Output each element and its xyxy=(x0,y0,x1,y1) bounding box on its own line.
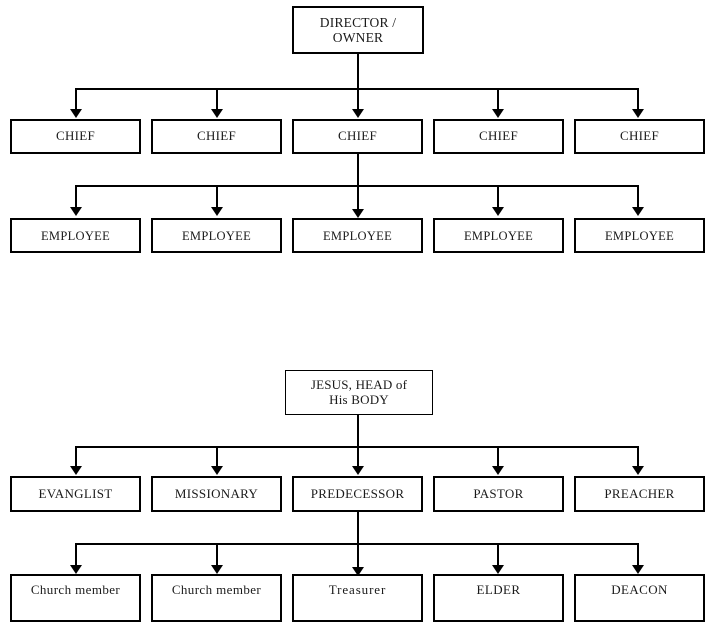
connector-drop-chief-4 xyxy=(497,88,499,111)
mid-box-evanglist: EVANGLIST xyxy=(10,476,141,512)
connector-riser-predecessor xyxy=(357,512,359,569)
arrowhead-member-2 xyxy=(211,565,223,574)
connector-drop-employee-4 xyxy=(497,185,499,209)
connector-bus-employees xyxy=(75,185,637,187)
connector-drop-ministry-2 xyxy=(216,446,218,468)
leaf-box-label: EMPLOYEE xyxy=(604,228,675,243)
connector-drop-member-2 xyxy=(216,543,218,567)
mid-box-chief-4: CHIEF xyxy=(433,119,564,154)
connector-drop-member-1 xyxy=(75,543,77,567)
arrowhead-member-3 xyxy=(352,567,364,576)
arrowhead-chief-2 xyxy=(211,109,223,118)
mid-box-label: CHIEF xyxy=(337,128,378,144)
connector-drop-chief-3 xyxy=(357,88,359,111)
arrowhead-ministry-2 xyxy=(211,466,223,475)
connector-bus-ministry xyxy=(75,446,637,448)
mid-box-label: MISSIONARY xyxy=(174,485,259,501)
connector-root-stem xyxy=(357,54,359,88)
root-line-1: DIRECTOR / xyxy=(319,14,397,30)
arrowhead-member-5 xyxy=(632,565,644,574)
mid-box-label: PASTOR xyxy=(473,485,524,501)
mid-box-chief-2: CHIEF xyxy=(151,119,282,154)
mid-box-label: PREDECESSOR xyxy=(310,485,405,501)
arrowhead-chief-3 xyxy=(352,109,364,118)
arrowhead-employee-5 xyxy=(632,207,644,216)
leaf-box-deacon: DEACON xyxy=(574,574,705,622)
connector-drop-member-4 xyxy=(497,543,499,567)
arrowhead-ministry-1 xyxy=(70,466,82,475)
connector-drop-employee-1 xyxy=(75,185,77,209)
leaf-box-label: DEACON xyxy=(611,582,668,597)
connector-drop-employee-5 xyxy=(637,185,639,209)
connector-drop-employee-2 xyxy=(216,185,218,209)
mid-box-chief-3: CHIEF xyxy=(292,119,423,154)
mid-box-label: EVANGLIST xyxy=(38,485,113,501)
mid-box-pastor: PASTOR xyxy=(433,476,564,512)
arrowhead-employee-3 xyxy=(352,209,364,218)
mid-box-chief-5: CHIEF xyxy=(574,119,705,154)
leaf-box-label: EMPLOYEE xyxy=(40,228,111,243)
leaf-box-label: ELDER xyxy=(476,582,521,597)
connector-drop-chief-1 xyxy=(75,88,77,111)
connector-drop-chief-2 xyxy=(216,88,218,111)
root-line-1: JESUS, HEAD of xyxy=(310,376,408,392)
mid-box-preacher: PREACHER xyxy=(574,476,705,512)
leaf-box-church-member-2: Church member xyxy=(151,574,282,622)
leaf-box-label: Church member xyxy=(171,582,262,597)
leaf-box-treasurer: Treasurer xyxy=(292,574,423,622)
leaf-box-employee-5: EMPLOYEE xyxy=(574,218,705,253)
root-line-2: His BODY xyxy=(329,391,389,407)
mid-box-label: CHIEF xyxy=(196,128,237,144)
connector-drop-ministry-1 xyxy=(75,446,77,468)
leaf-box-label: EMPLOYEE xyxy=(463,228,534,243)
arrowhead-employee-1 xyxy=(70,207,82,216)
leaf-box-church-member-1: Church member xyxy=(10,574,141,622)
root-line-2: OWNER xyxy=(332,30,384,45)
arrowhead-ministry-3 xyxy=(352,466,364,475)
connector-drop-ministry-4 xyxy=(497,446,499,468)
connector-bus-chiefs xyxy=(75,88,637,90)
leaf-box-employee-2: EMPLOYEE xyxy=(151,218,282,253)
leaf-box-label: EMPLOYEE xyxy=(181,228,252,243)
arrowhead-chief-1 xyxy=(70,109,82,118)
leaf-box-label: Church member xyxy=(30,582,121,597)
leaf-box-employee-3: EMPLOYEE xyxy=(292,218,423,253)
mid-box-predecessor: PREDECESSOR xyxy=(292,476,423,512)
connector-drop-member-5 xyxy=(637,543,639,567)
connector-root-stem xyxy=(357,415,359,446)
arrowhead-chief-5 xyxy=(632,109,644,118)
leaf-box-elder: ELDER xyxy=(433,574,564,622)
mid-box-missionary: MISSIONARY xyxy=(151,476,282,512)
arrowhead-employee-4 xyxy=(492,207,504,216)
leaf-box-employee-1: EMPLOYEE xyxy=(10,218,141,253)
arrowhead-ministry-4 xyxy=(492,466,504,475)
mid-box-label: PREACHER xyxy=(604,485,675,501)
arrowhead-ministry-5 xyxy=(632,466,644,475)
leaf-box-label: Treasurer xyxy=(328,582,387,597)
connector-bus-congregation xyxy=(75,543,637,545)
connector-drop-ministry-5 xyxy=(637,446,639,468)
leaf-box-employee-4: EMPLOYEE xyxy=(433,218,564,253)
connector-drop-chief-5 xyxy=(637,88,639,111)
leaf-box-label: EMPLOYEE xyxy=(322,228,393,243)
root-box-director-owner: DIRECTOR / OWNER xyxy=(292,6,424,54)
mid-box-label: CHIEF xyxy=(619,128,660,144)
root-box-jesus-head: JESUS, HEAD of His BODY xyxy=(285,370,433,415)
connector-riser-chief3 xyxy=(357,154,359,211)
mid-box-label: CHIEF xyxy=(478,128,519,144)
arrowhead-member-1 xyxy=(70,565,82,574)
connector-drop-ministry-3 xyxy=(357,446,359,468)
arrowhead-member-4 xyxy=(492,565,504,574)
mid-box-label: CHIEF xyxy=(55,128,96,144)
arrowhead-employee-2 xyxy=(211,207,223,216)
arrowhead-chief-4 xyxy=(492,109,504,118)
mid-box-chief-1: CHIEF xyxy=(10,119,141,154)
